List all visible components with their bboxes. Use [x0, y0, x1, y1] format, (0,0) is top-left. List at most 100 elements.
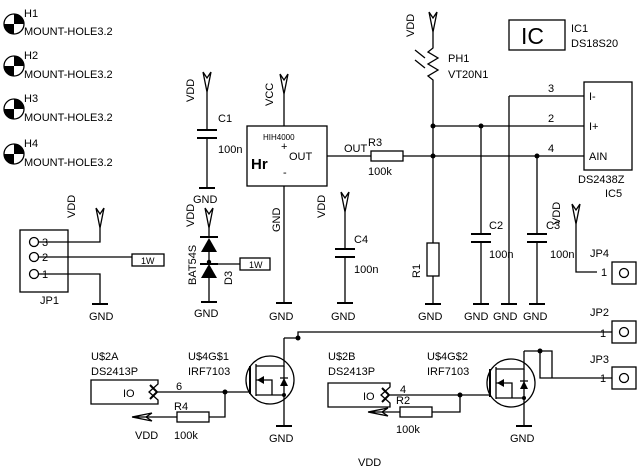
u2b-pin-num: 4	[400, 384, 406, 396]
c1-value: 100n	[218, 144, 242, 156]
sensor-gnd-label: GND	[269, 311, 294, 323]
c1-ref: C1	[218, 113, 232, 125]
ic5-pin3-wire	[508, 95, 584, 304]
jp1-pin-2: 2	[42, 252, 48, 264]
resistor-r4: R4 100k VDD	[131, 392, 226, 442]
mount-hole-h2-value: MOUNT-HOLE3.2	[24, 69, 113, 81]
vdd-arrow-icon	[95, 207, 105, 229]
c4-vdd-label: VDD	[316, 195, 328, 218]
ic1-value: DS18S20	[571, 38, 618, 50]
ic5-pin-name-ain: AIN	[589, 151, 607, 163]
c4-ref: C4	[354, 234, 368, 246]
sensor-plus: +	[281, 141, 287, 153]
mount-hole-h4-value: MOUNT-HOLE3.2	[24, 157, 113, 169]
vdd-arrow-icon	[571, 203, 581, 225]
r1-ref: R1	[411, 264, 423, 278]
mount-hole-h4-ref: H4	[24, 138, 38, 150]
jp1-link-label: 1W	[141, 256, 155, 266]
r2-vdd-label: VDD	[358, 457, 381, 469]
c2-value: 100n	[489, 249, 513, 261]
jp1-pin-1: 1	[42, 269, 48, 281]
q2-value: IRF7103	[427, 366, 469, 378]
vdd-arrow-icon	[428, 11, 438, 33]
d3-ref: D3	[223, 271, 235, 285]
jp1-gnd-label: GND	[89, 311, 114, 323]
c2-ref: C2	[489, 220, 503, 232]
capacitor-c2: C2 100n	[471, 123, 513, 305]
jp4-ref: JP4	[590, 248, 609, 260]
q2-ref: U$4G$2	[427, 351, 468, 363]
r4-ref: R4	[174, 401, 188, 413]
mosfet-q2: U$4G$2 IRF7103 GND	[427, 348, 612, 445]
q2-gnd-label: GND	[510, 433, 535, 445]
ic5: 3 2 4 I- I+ AIN DS2438Z IC5	[548, 81, 633, 200]
u2b: U$2B DS2413P IO 4	[327, 351, 490, 408]
vdd-arrow-icon	[340, 191, 350, 213]
ic5-pin-num-4: 4	[548, 143, 554, 155]
humidity-sensor: VCC HIH4000 Hr + OUT - GND GND OUT	[246, 73, 371, 323]
ic5-pin-num-2: 2	[548, 113, 554, 125]
vcc-arrow-icon	[279, 73, 289, 95]
mount-hole-h1: H1 MOUNT-HOLE3.2	[3, 8, 113, 38]
r4-value: 100k	[174, 430, 198, 442]
ic-badge: IC	[521, 23, 544, 49]
mount-hole-h1-value: MOUNT-HOLE3.2	[24, 26, 113, 38]
sensor-out-pin: OUT	[289, 151, 313, 163]
c4-value: 100n	[354, 264, 378, 276]
ic1: IC IC1 DS18S20	[508, 19, 618, 51]
jp2-pin: 1	[600, 328, 606, 340]
phototransistor-ph1: VDD PH1 VT20N1 R1 GND	[405, 11, 584, 323]
jp4-pin: 1	[601, 267, 607, 279]
gnd-label: GND	[493, 311, 518, 323]
light-rays-icon	[414, 49, 426, 69]
jp4-vdd-label: VDD	[551, 202, 563, 225]
ic1-ref: IC1	[571, 23, 588, 35]
c4-gnd-label: GND	[331, 311, 356, 323]
c1-vdd-label: VDD	[185, 79, 197, 102]
capacitor-c4: VDD C4 100n GND	[316, 191, 378, 323]
r2-ref: R2	[396, 395, 410, 407]
d3-gnd-label: GND	[194, 308, 219, 320]
q1-ref: U$4G$1	[188, 351, 229, 363]
d3-link-label: 1W	[249, 260, 263, 270]
u2a-pin-num: 6	[176, 381, 182, 393]
mount-hole-h3-ref: H3	[24, 93, 38, 105]
gnd-label: GND	[464, 311, 489, 323]
c3-value: 100n	[550, 249, 574, 261]
jp3-ref: JP3	[590, 354, 609, 366]
gnd-label-row: GND GND GND	[464, 311, 548, 323]
io-arrow-icon	[149, 384, 159, 400]
capacitor-c1: VDD C1 100n GND	[185, 71, 242, 206]
jp2-connector: JP2 1	[590, 307, 637, 344]
u2b-value: DS2413P	[328, 366, 375, 378]
jp1-vdd-label: VDD	[66, 195, 78, 218]
ph1-ref: PH1	[448, 53, 469, 65]
jp1-pin-3: 3	[42, 237, 48, 249]
sensor-logo: Hr	[251, 156, 268, 173]
jp3-connector: JP3 1	[590, 354, 637, 390]
mount-hole-h2: H2 MOUNT-HOLE3.2	[3, 50, 113, 81]
mosfet-q1: U$4G$1 IRF7103 GND	[188, 331, 612, 445]
u2a: U$2A DS2413P IO 6	[90, 351, 250, 405]
mount-hole-h3: H3 MOUNT-HOLE3.2	[3, 93, 113, 124]
r3-ref: R3	[368, 137, 382, 149]
r4-vdd-label: VDD	[135, 430, 158, 442]
r3-value: 100k	[368, 166, 392, 178]
ic5-value: DS2438Z	[578, 174, 625, 186]
q1-value: IRF7103	[188, 366, 230, 378]
jp1-ref: JP1	[40, 295, 59, 307]
r1-gnd-label: GND	[418, 311, 443, 323]
ph1-value: VT20N1	[448, 69, 488, 81]
sensor-minus: -	[283, 167, 287, 179]
u2b-pin-label: IO	[363, 391, 375, 403]
jp1-connector: VDD 3 2 1 JP1 GND 1W	[19, 195, 165, 323]
c1-gnd-label: GND	[193, 194, 218, 206]
sensor-model: HIH4000	[263, 133, 295, 142]
ic5-ref: IC5	[605, 188, 622, 200]
c3-ref: C3	[546, 220, 560, 232]
sensor-net-out: OUT	[344, 143, 368, 155]
capacitor-c3: C3 100n	[527, 153, 574, 305]
ic5-pin-name-i-plus: I+	[589, 121, 598, 133]
ic5-pin-num-3: 3	[548, 83, 554, 95]
mount-hole-h4: H4 MOUNT-HOLE3.2	[3, 138, 113, 169]
